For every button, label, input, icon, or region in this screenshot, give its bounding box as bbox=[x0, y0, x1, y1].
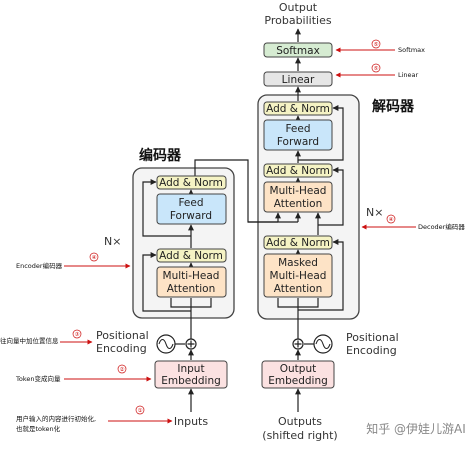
annotation-encoder-text: Encoder编码器 bbox=[16, 261, 63, 270]
encoder-plus-glyph bbox=[187, 340, 195, 348]
annotation-encoder-num: ④ bbox=[92, 255, 97, 261]
encoder-ff-label-1: Feed bbox=[178, 197, 203, 209]
annotation-token-text: Token变成向量 bbox=[15, 374, 61, 383]
annotation-tokenize-num: ① bbox=[138, 408, 143, 414]
encoder-attn-label-1: Multi-Head bbox=[163, 270, 220, 282]
decoder-add-norm-1-label: Add & Norm bbox=[266, 237, 330, 249]
softmax-block bbox=[263, 42, 333, 58]
decoder-masked-inputs bbox=[277, 298, 319, 340]
output-probabilities-line1: Output bbox=[279, 1, 318, 14]
annotation-positional-badge bbox=[72, 329, 82, 339]
decoder-ff-label-1: Feed bbox=[285, 123, 310, 135]
decoder-positional-line1: Positional bbox=[346, 331, 399, 344]
encoder-add-norm-2-label: Add & Norm bbox=[159, 177, 223, 189]
outputs-label-2: (shifted right) bbox=[262, 429, 337, 442]
annotation-token-num: ② bbox=[120, 366, 125, 373]
output-embedding-block bbox=[261, 360, 335, 389]
annotation-tokenize-text-2: 也就是token化 bbox=[16, 424, 61, 433]
decoder-title: 解码器 bbox=[372, 98, 415, 115]
annotation-decoder-num: ④ bbox=[389, 217, 394, 223]
annotation-positional-num: ③ bbox=[75, 332, 80, 338]
encoder-add-norm-1-label: Add & Norm bbox=[159, 250, 223, 262]
annotation-linear-badge bbox=[371, 63, 381, 73]
output-probabilities-line2: Probabilities bbox=[264, 14, 331, 27]
decoder-cross-attention bbox=[263, 181, 333, 213]
encoder-attn-label-2: Attention bbox=[167, 283, 215, 295]
annotation-decoder-badge bbox=[386, 214, 396, 224]
encoder-title: 编码器 bbox=[139, 147, 182, 164]
outputs-label-1: Outputs bbox=[278, 415, 322, 428]
encoder-attn-residual bbox=[142, 252, 191, 312]
input-embedding-label-1: Input bbox=[177, 363, 204, 375]
encoder-ff-label-2: Forward bbox=[170, 210, 212, 222]
encoder-feed-forward bbox=[156, 193, 227, 225]
decoder-masked-label-2: Multi-Head bbox=[270, 270, 327, 282]
encoder-nx: N× bbox=[104, 235, 121, 248]
inputs-label: Inputs bbox=[174, 415, 208, 428]
decoder-nx: N× bbox=[366, 206, 383, 219]
decoder-add-norm-2-label: Add & Norm bbox=[266, 165, 330, 177]
annotation-softmax-text: Softmax bbox=[398, 46, 425, 54]
decoder-cross-attn-label-2: Attention bbox=[274, 198, 322, 210]
decoder-masked-residual bbox=[298, 239, 344, 311]
decoder-masked-label-1: Masked bbox=[278, 257, 318, 269]
decoder-add-norm-1 bbox=[263, 235, 333, 250]
decoder-feed-forward bbox=[263, 119, 333, 151]
decoder-sine-glyph bbox=[315, 338, 331, 350]
decoder-masked-label-3: Attention bbox=[274, 283, 322, 295]
decoder-add-norm-2 bbox=[263, 163, 333, 178]
annotation-positional-text: 往向量中加位置信息 bbox=[0, 336, 59, 345]
annotation-linear-text: Linear bbox=[398, 71, 419, 79]
linear-label: Linear bbox=[282, 74, 315, 86]
decoder-add-norm-3-label: Add & Norm bbox=[266, 103, 330, 115]
annotation-tokenize-text-1: 用户输入的内容进行初始化, bbox=[16, 414, 96, 423]
decoder-ff-label-2: Forward bbox=[277, 136, 319, 148]
annotation-encoder-badge bbox=[89, 252, 99, 262]
encoder-ff-residual bbox=[142, 179, 191, 237]
output-embedding-label-2: Embedding bbox=[268, 375, 328, 387]
watermark: 知乎 @伊娃儿游AI bbox=[366, 422, 466, 436]
annotation-tokenize-badge bbox=[135, 405, 145, 415]
input-embedding-label-2: Embedding bbox=[161, 375, 221, 387]
encoder-sine-glyph bbox=[158, 338, 174, 350]
output-embedding-label-1: Output bbox=[280, 363, 316, 375]
annotation-softmax-num: ⑤ bbox=[374, 42, 379, 48]
encoder-positional-line2: Encoding bbox=[96, 342, 147, 355]
encoder-positional-line1: Positional bbox=[96, 329, 149, 342]
decoder-plus-glyph bbox=[294, 340, 302, 348]
annotation-decoder-text: Decoder编码器 bbox=[418, 222, 465, 231]
decoder-masked-attention bbox=[263, 253, 333, 298]
encoder-add-norm-1 bbox=[156, 248, 227, 263]
decoder-ff-residual bbox=[298, 105, 344, 161]
annotation-token-badge bbox=[117, 364, 127, 374]
decoder-positional-line2: Encoding bbox=[346, 344, 397, 357]
decoder-cross-attn-label-1: Multi-Head bbox=[270, 185, 327, 197]
encoder-add-norm-2 bbox=[156, 175, 227, 190]
decoder-cross-residual bbox=[318, 167, 344, 226]
encoder-self-attention bbox=[156, 266, 227, 298]
annotation-linear-num: ⑤ bbox=[374, 66, 379, 72]
input-embedding-block bbox=[154, 360, 228, 389]
decoder-add-norm-3 bbox=[263, 101, 333, 116]
encoder-attn-inputs bbox=[170, 298, 212, 340]
annotation-softmax-badge bbox=[371, 39, 381, 49]
softmax-label: Softmax bbox=[276, 45, 320, 57]
linear-block bbox=[263, 71, 333, 87]
